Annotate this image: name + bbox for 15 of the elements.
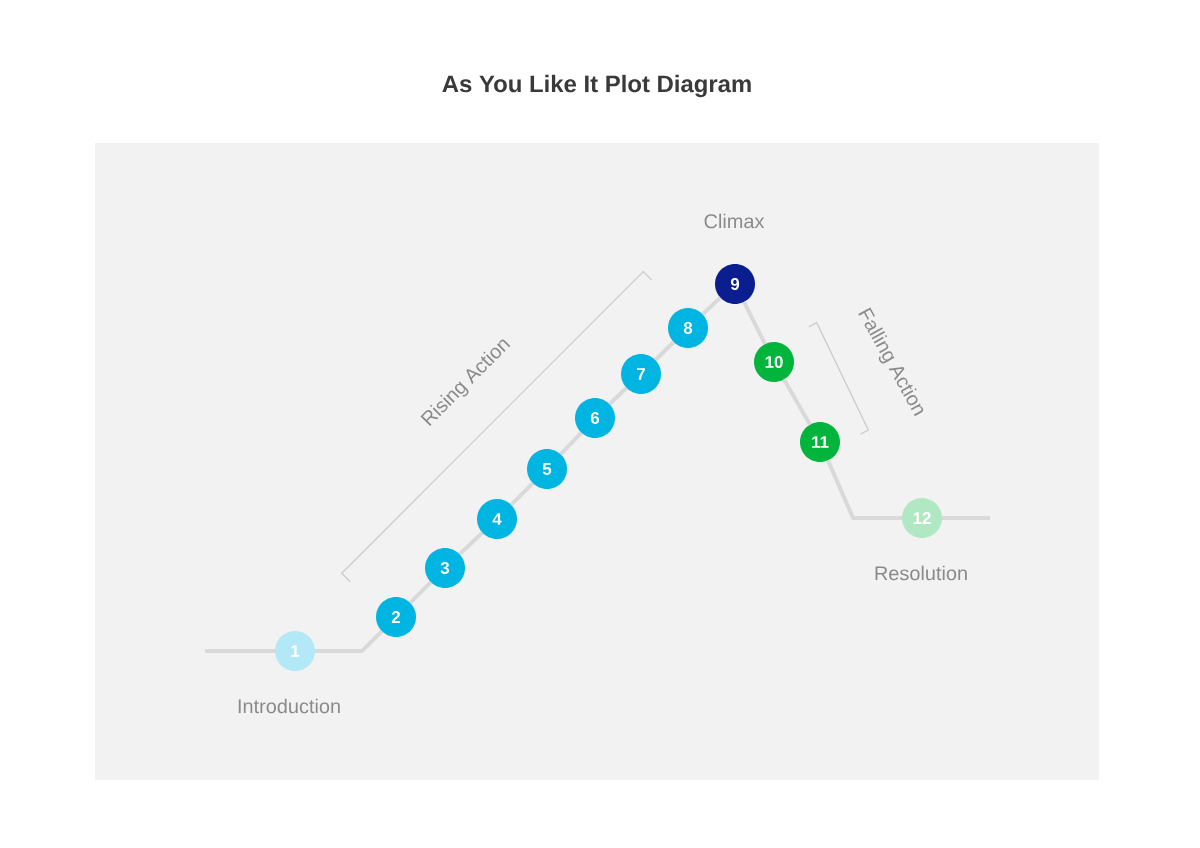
stage-label: Climax xyxy=(704,213,765,229)
plot-line xyxy=(782,378,812,426)
plot-line xyxy=(826,459,902,520)
plot-line xyxy=(701,296,722,316)
plot-line xyxy=(653,340,676,362)
plot-line xyxy=(608,386,628,406)
title: As You Like It Plot Diagram xyxy=(442,74,751,98)
plot-line xyxy=(408,580,433,605)
plot-line xyxy=(315,629,384,653)
stage-label: Introduction xyxy=(238,698,340,714)
plot-line xyxy=(742,300,767,345)
plot-line xyxy=(559,431,583,456)
stage-label: Resolution xyxy=(875,565,967,581)
plot-line xyxy=(509,481,535,507)
plot-line xyxy=(458,531,484,556)
